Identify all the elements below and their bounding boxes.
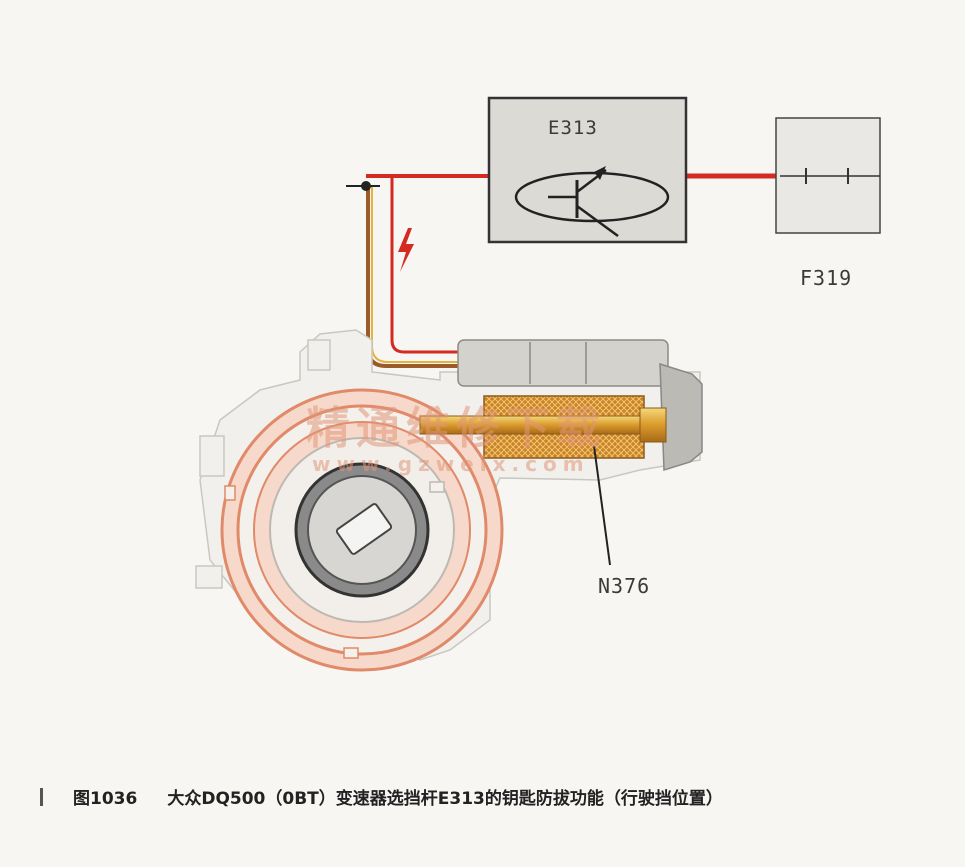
- wire-down-to-solenoid-brown: [366, 186, 460, 368]
- key-slot: [335, 503, 393, 555]
- caption-text: 大众DQ500（0BT）变速器选挡杆E313的钥匙防拔功能（行驶挡位置）: [167, 789, 723, 809]
- module-e313: [487, 96, 688, 244]
- watermark-text: 精通维修下载: [306, 403, 606, 454]
- watermark-url: www.gzweix.com: [312, 452, 590, 476]
- solenoid-n376: [419, 339, 703, 472]
- switch-f319: [775, 117, 881, 234]
- lock-cylinder: [220, 388, 504, 672]
- module-label: E313: [548, 117, 598, 139]
- caption-marker: [40, 787, 43, 806]
- wire-down-to-solenoid-red: [390, 176, 460, 354]
- wire-down-to-solenoid-gold: [371, 186, 460, 363]
- n376-leader-line: [593, 445, 611, 566]
- lightning-icon: [398, 228, 414, 272]
- caption-number: 图1036: [73, 789, 138, 809]
- solenoid-label: N376: [598, 574, 651, 598]
- junction-dot: [361, 181, 371, 191]
- transistor-symbol: [514, 171, 670, 223]
- switch-label: F319: [800, 266, 853, 290]
- figure-caption: 图1036 大众DQ500（0BT）变速器选挡杆E313的钥匙防拔功能（行驶挡位…: [40, 784, 723, 809]
